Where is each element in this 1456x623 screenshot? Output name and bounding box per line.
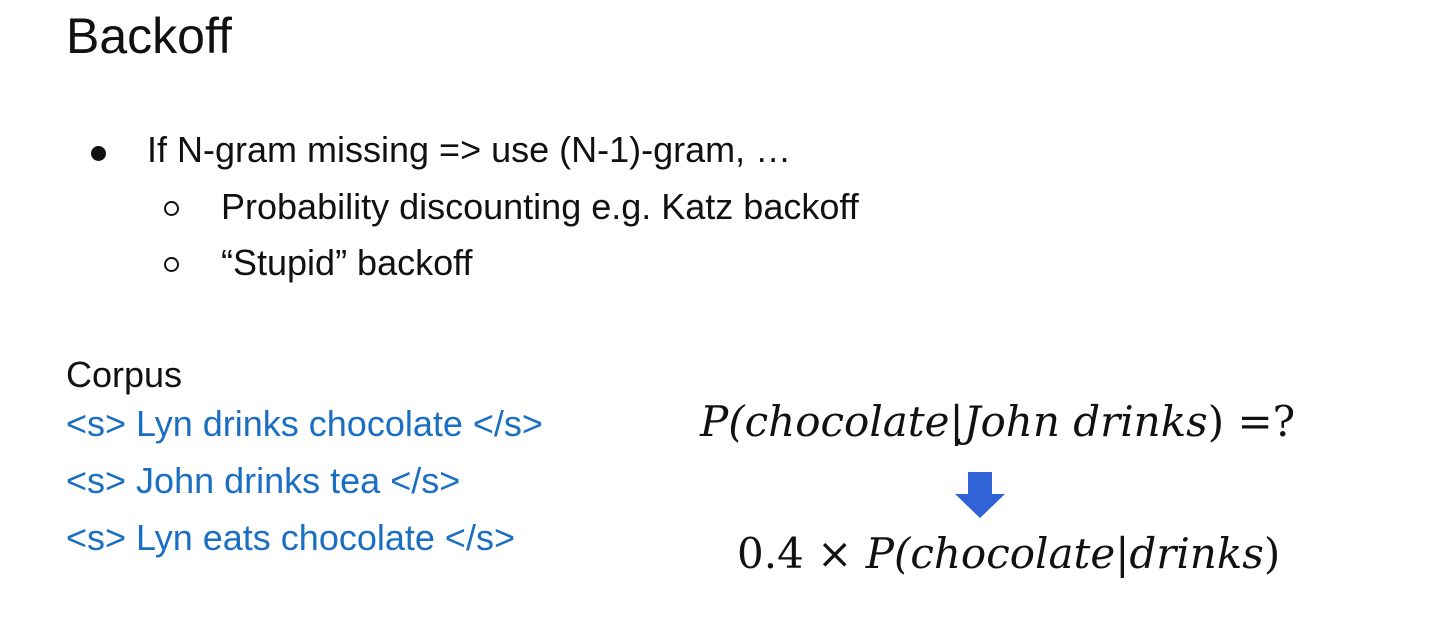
bullet-circle-icon [164, 201, 179, 216]
formula-context: John drinks [963, 397, 1208, 446]
formula-suffix: ) =? [1207, 397, 1296, 446]
formula-backoff: 0.4 × P(chocolate|drinks) [737, 528, 1280, 580]
formula-coefficient: 0.4 × [737, 529, 866, 578]
formula-bar: | [949, 397, 964, 446]
corpus-label: Corpus [66, 354, 183, 395]
corpus-line: <s> Lyn eats chocolate </s> [66, 517, 515, 558]
formula-bar: | [1115, 529, 1130, 578]
formula-p: P( [865, 529, 911, 578]
bullet-circle-icon [164, 257, 179, 272]
formula-query: P(chocolate|John drinks) =? [700, 396, 1295, 448]
bullet-sub-stupid: “Stupid” backoff [221, 242, 473, 283]
formula-suffix: ) [1263, 529, 1281, 578]
bullet-sub-katz: Probability discounting e.g. Katz backof… [221, 186, 859, 227]
bullet-main: If N-gram missing => use (N-1)-gram, … [147, 129, 792, 170]
formula-p: P( [700, 397, 745, 446]
corpus-line: <s> Lyn drinks chocolate </s> [66, 403, 543, 444]
corpus-line: <s> John drinks tea </s> [66, 460, 461, 501]
bullet-dot-icon [91, 146, 106, 161]
formula-word: chocolate [744, 397, 950, 446]
slide-title: Backoff [66, 8, 232, 64]
formula-context: drinks [1129, 529, 1264, 578]
down-arrow-icon [955, 472, 1005, 518]
formula-word: chocolate [910, 529, 1116, 578]
